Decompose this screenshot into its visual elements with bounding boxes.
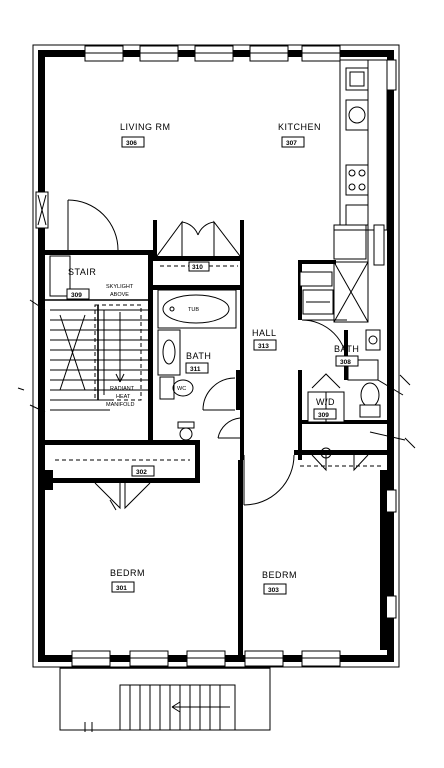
living-room-number: 306 — [126, 140, 137, 147]
bedroom-divider — [45, 460, 387, 655]
bath-311-label: BATH — [186, 351, 211, 361]
kitchen-counter — [339, 59, 388, 231]
skylight-note-2: ABOVE — [110, 292, 129, 298]
wd-label: W/D — [316, 397, 335, 407]
stair-treads — [29, 299, 148, 413]
hall-number: 313 — [258, 343, 269, 350]
bedroom-left-label: BEDRM — [110, 568, 145, 578]
kitchen-number: 307 — [286, 140, 297, 147]
closet-302-number: 302 — [136, 469, 147, 476]
kitchen-label: KITCHEN — [278, 122, 321, 132]
hall-label: HALL — [252, 328, 277, 338]
closet-302 — [45, 440, 200, 511]
tub-label: TUB — [188, 307, 199, 313]
closet-right — [294, 447, 387, 472]
windows-top — [84, 45, 341, 62]
vanity — [157, 329, 181, 376]
skylight-dashed — [94, 304, 142, 401]
entry-stair — [59, 667, 271, 732]
hall-walls — [236, 260, 336, 460]
manifold-note-3: MANIFOLD — [106, 402, 134, 408]
refrigerator — [333, 224, 385, 300]
wd-number: 309 — [318, 412, 329, 419]
hall-door-swing-left — [217, 417, 241, 439]
manifold-note-1: RADIANT — [110, 386, 135, 392]
toilet-311 — [159, 376, 194, 400]
stair-walls — [45, 250, 153, 442]
wc-label: WC — [177, 386, 186, 392]
skylight-note-1: SKYLIGHT — [106, 284, 134, 290]
stair-label: STAIR — [68, 267, 96, 277]
manifold-note-2: HEAT — [116, 394, 131, 400]
stair-door-swing — [67, 199, 119, 251]
room-labels: LIVING RM 306 KITCHEN 307 STAIR 309 SKYL… — [66, 122, 359, 595]
closet-310-number: 310 — [192, 264, 203, 271]
bathtub — [162, 294, 230, 324]
hall-door-swing-lower — [243, 454, 295, 506]
bedroom-right-number: 303 — [268, 587, 279, 594]
small-fixture-bath — [177, 421, 195, 441]
bath-308-label: BATH — [334, 344, 359, 354]
closet-310 — [153, 220, 244, 267]
toilet-308 — [359, 382, 381, 418]
bath-311-number: 311 — [190, 366, 201, 373]
stair-number: 309 — [71, 292, 82, 299]
living-room-label: LIVING RM — [120, 122, 171, 132]
bedroom-left-number: 301 — [116, 585, 127, 592]
bedroom-right-label: BEDRM — [262, 570, 297, 580]
windows-bottom — [71, 650, 341, 667]
bath-311-door-swing — [202, 377, 236, 411]
bath-311-walls — [153, 260, 244, 460]
utility-boxes — [299, 261, 369, 323]
bath-308-number: 308 — [340, 359, 351, 366]
sink-308 — [365, 329, 381, 351]
